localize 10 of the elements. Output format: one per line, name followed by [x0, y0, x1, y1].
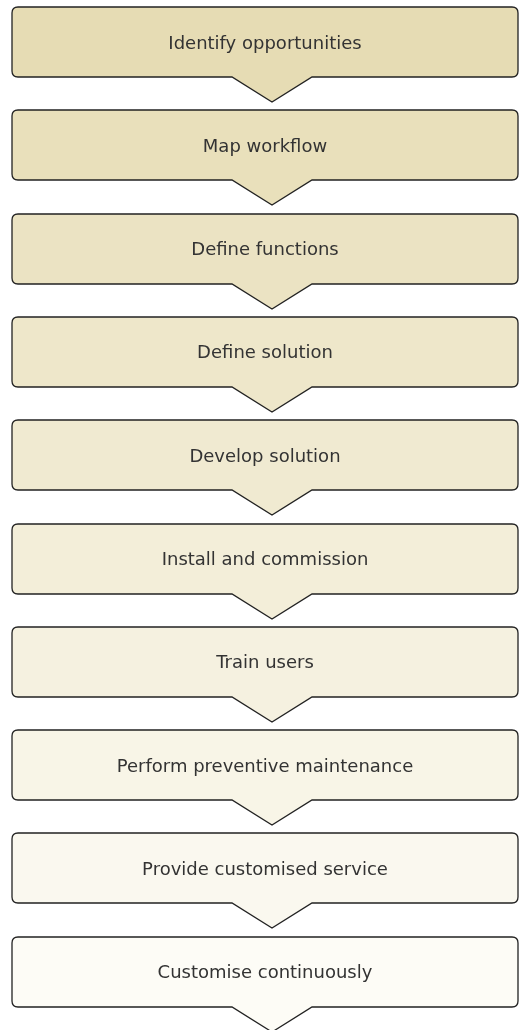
step-label: Customise continuously: [157, 961, 373, 983]
step-label: Map workflow: [202, 134, 328, 156]
step-label: Identify opportunities: [168, 31, 362, 53]
step-label: Perform preventive maintenance: [116, 754, 414, 776]
step-label: Train users: [216, 651, 314, 673]
step-label: Define solution: [197, 341, 333, 363]
step-label: Install and commission: [161, 548, 369, 569]
step-label: Define functions: [191, 238, 339, 260]
step-label: Develop solution: [189, 444, 341, 466]
step-label: Provide customised service: [142, 857, 388, 879]
